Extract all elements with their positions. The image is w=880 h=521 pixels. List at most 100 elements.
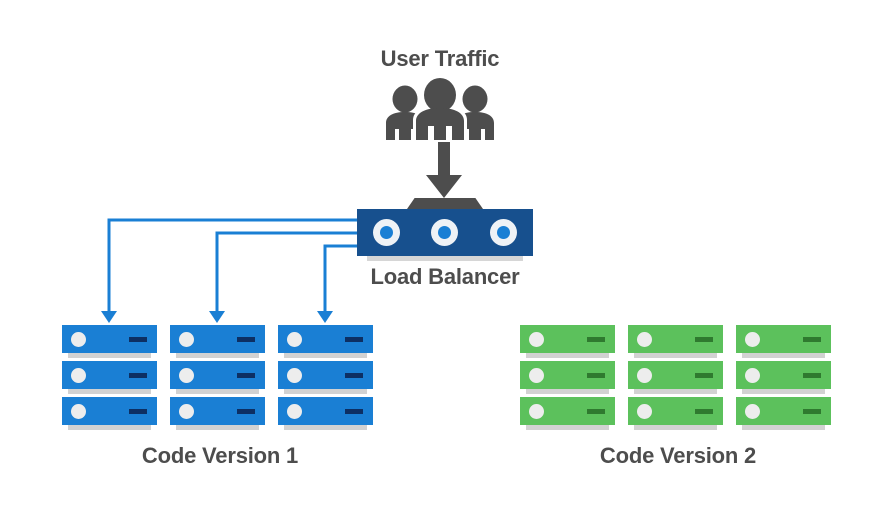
server-unit[interactable] [736, 397, 831, 430]
unit-shadow [176, 353, 259, 358]
status-led-icon [287, 403, 302, 419]
unit-body [170, 325, 265, 353]
status-led-icon [179, 331, 194, 347]
load-balancer[interactable] [357, 198, 533, 262]
connector-arrowhead-2 [209, 311, 225, 323]
server-rack-green-3[interactable] [736, 325, 831, 430]
unit-body [736, 361, 831, 389]
unit-dash-icon [803, 372, 821, 378]
server-unit[interactable] [278, 361, 373, 394]
unit-body [170, 361, 265, 389]
server-unit[interactable] [62, 361, 157, 394]
server-unit[interactable] [278, 397, 373, 430]
unit-body [628, 397, 723, 425]
server-unit[interactable] [170, 325, 265, 358]
users-group-icon [382, 75, 498, 142]
status-led-icon [745, 367, 760, 383]
status-led-icon [71, 403, 86, 419]
port-core-icon [438, 226, 452, 239]
server-unit[interactable] [736, 361, 831, 394]
user-traffic-label: User Traffic [380, 46, 500, 71]
load-balancer-port-2[interactable] [431, 219, 459, 246]
server-unit[interactable] [170, 361, 265, 394]
unit-shadow [68, 353, 151, 358]
unit-body [278, 397, 373, 425]
unit-shadow [526, 425, 609, 430]
unit-shadow [526, 389, 609, 394]
unit-shadow [634, 389, 717, 394]
unit-body [628, 361, 723, 389]
unit-dash-icon [345, 372, 363, 378]
server-unit[interactable] [520, 397, 615, 430]
unit-body [628, 325, 723, 353]
server-unit[interactable] [170, 397, 265, 430]
server-unit[interactable] [520, 325, 615, 358]
unit-dash-icon [237, 408, 255, 414]
unit-dash-icon [237, 372, 255, 378]
server-unit[interactable] [628, 361, 723, 394]
unit-shadow [284, 389, 367, 394]
status-led-icon [287, 367, 302, 383]
server-unit[interactable] [628, 325, 723, 358]
unit-dash-icon [237, 336, 255, 342]
server-rack-blue-1[interactable] [62, 325, 157, 430]
server-unit[interactable] [736, 325, 831, 358]
load-balancer-port-3[interactable] [490, 219, 518, 246]
unit-shadow [68, 389, 151, 394]
status-led-icon [179, 367, 194, 383]
port-core-icon [379, 226, 393, 239]
status-led-icon [637, 367, 652, 383]
unit-dash-icon [803, 408, 821, 414]
status-led-icon [179, 403, 194, 419]
unit-dash-icon [803, 336, 821, 342]
unit-body [520, 397, 615, 425]
unit-body [62, 361, 157, 389]
unit-shadow [284, 425, 367, 430]
status-led-icon [287, 331, 302, 347]
server-rack-green-1[interactable] [520, 325, 615, 430]
unit-dash-icon [695, 408, 713, 414]
port-core-icon [497, 226, 511, 239]
status-led-icon [637, 403, 652, 419]
server-unit[interactable] [520, 361, 615, 394]
unit-dash-icon [345, 336, 363, 342]
unit-shadow [742, 389, 825, 394]
status-led-icon [529, 331, 544, 347]
unit-shadow [284, 353, 367, 358]
unit-shadow [68, 425, 151, 430]
unit-shadow [176, 425, 259, 430]
unit-dash-icon [587, 372, 605, 378]
server-unit[interactable] [62, 397, 157, 430]
unit-body [278, 325, 373, 353]
status-led-icon [745, 403, 760, 419]
server-unit[interactable] [628, 397, 723, 430]
unit-dash-icon [129, 336, 147, 342]
load-balancer-shadow [367, 256, 523, 261]
server-rack-blue-2[interactable] [170, 325, 265, 430]
server-rack-blue-3[interactable] [278, 325, 373, 430]
unit-dash-icon [587, 408, 605, 414]
unit-shadow [176, 389, 259, 394]
balancer-lid-icon [407, 198, 483, 209]
status-led-icon [71, 331, 86, 347]
status-led-icon [637, 331, 652, 347]
status-led-icon [71, 367, 86, 383]
unit-body [62, 397, 157, 425]
unit-dash-icon [695, 336, 713, 342]
unit-shadow [742, 425, 825, 430]
load-balancer-port-1[interactable] [372, 219, 400, 246]
unit-dash-icon [129, 408, 147, 414]
load-balancer-label: Load Balancer [370, 264, 520, 289]
server-unit[interactable] [278, 325, 373, 358]
unit-dash-icon [129, 372, 147, 378]
unit-dash-icon [587, 336, 605, 342]
unit-dash-icon [345, 408, 363, 414]
unit-body [278, 361, 373, 389]
load-balancer-box[interactable] [357, 209, 533, 256]
status-led-icon [529, 403, 544, 419]
arrow-down-thick-icon [424, 142, 464, 198]
server-rack-green-2[interactable] [628, 325, 723, 430]
server-unit[interactable] [62, 325, 157, 358]
code-version-2-label: Code Version 2 [599, 443, 757, 468]
